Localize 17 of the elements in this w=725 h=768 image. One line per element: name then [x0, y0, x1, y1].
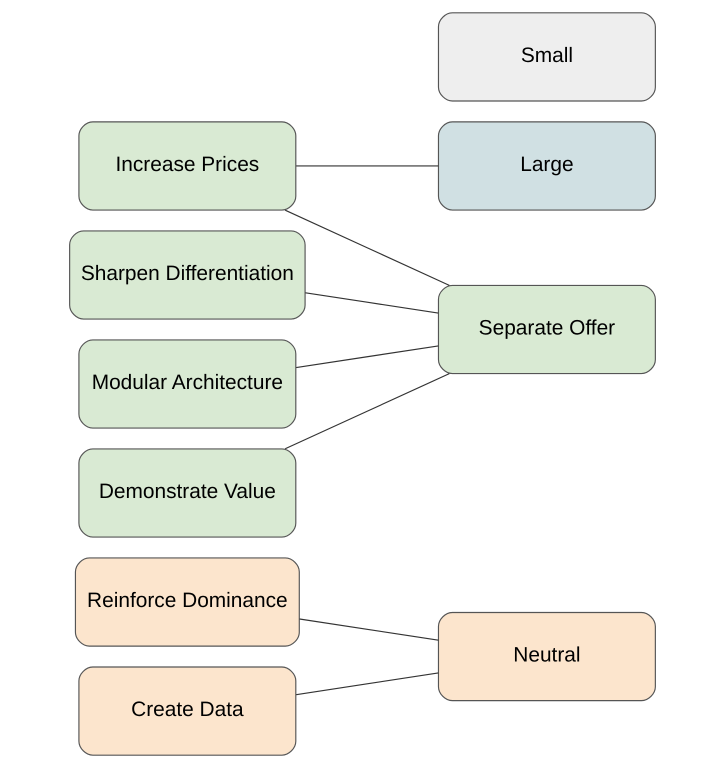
- node-box: Demonstrate Value: [78, 448, 296, 538]
- node-box: Small: [438, 12, 656, 102]
- connector: [300, 618, 439, 641]
- node-box: Neutral: [438, 612, 656, 702]
- node-box: Sharpen Differentiation: [69, 230, 306, 320]
- connector: [296, 345, 438, 368]
- connector: [305, 292, 438, 314]
- connector: [296, 165, 438, 167]
- node-box: Increase Prices: [78, 121, 296, 211]
- connector: [284, 210, 450, 286]
- node-box: Separate Offer: [438, 284, 656, 374]
- node-box: Modular Architecture: [78, 339, 296, 429]
- connector: [296, 672, 438, 696]
- node-box: Reinforce Dominance: [74, 557, 300, 647]
- node-box: Large: [438, 121, 656, 211]
- node-box: Create Data: [78, 666, 296, 756]
- connector: [284, 373, 450, 450]
